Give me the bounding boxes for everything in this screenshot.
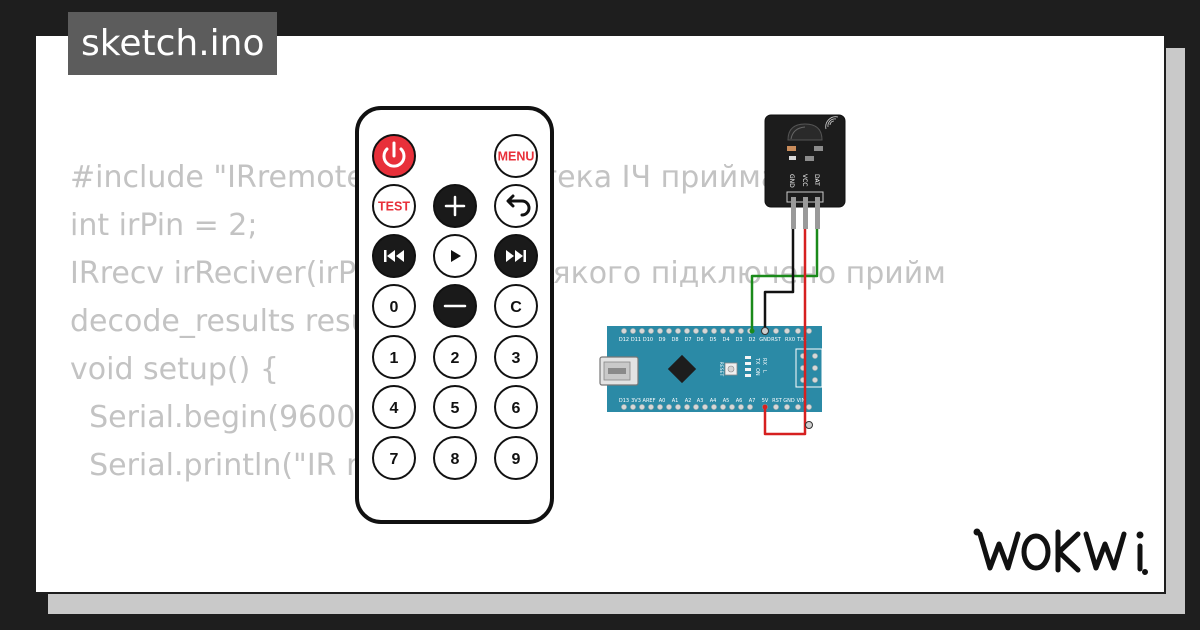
ir-remote[interactable]: MENU TEST bbox=[355, 106, 554, 524]
code-line: Serial.begin(9600); bbox=[70, 400, 378, 435]
remote-button-label: MENU bbox=[498, 150, 535, 164]
reset-button[interactable] bbox=[724, 362, 738, 376]
remote-button-minus[interactable] bbox=[433, 284, 477, 328]
remote-button-label: 9 bbox=[512, 451, 521, 468]
remote-button-label: 3 bbox=[512, 350, 521, 367]
remote-button-prev[interactable] bbox=[372, 234, 416, 278]
remote-button-4[interactable]: 4 bbox=[372, 385, 416, 429]
pin-label: D6 bbox=[696, 337, 703, 343]
remote-button-menu[interactable]: MENU bbox=[494, 134, 538, 178]
led-label: RX bbox=[761, 358, 767, 365]
filename-tab[interactable]: sketch.ino bbox=[68, 12, 278, 75]
remote-button-play[interactable] bbox=[433, 234, 477, 278]
pin-label: D4 bbox=[722, 337, 729, 343]
remote-button-7[interactable]: 7 bbox=[372, 436, 416, 480]
pin-label: D5 bbox=[709, 337, 716, 343]
pin-label: GND bbox=[783, 398, 795, 404]
remote-button-test[interactable]: TEST bbox=[372, 184, 416, 228]
microcontroller-chip bbox=[667, 354, 697, 384]
code-line: int irPin = 2; bbox=[70, 208, 258, 243]
pin-label: TX1 bbox=[796, 337, 807, 343]
pin-label: D12 bbox=[619, 337, 629, 343]
led-label: ON bbox=[754, 368, 760, 376]
code-line: void setup() { bbox=[70, 352, 279, 387]
ir-sensor-dome bbox=[787, 123, 823, 141]
remote-button-6[interactable]: 6 bbox=[494, 385, 538, 429]
pin-label: D11 bbox=[631, 337, 641, 343]
receiver-pins bbox=[791, 197, 820, 229]
remote-button-label: C bbox=[510, 299, 522, 316]
usb-connector bbox=[599, 356, 639, 386]
pin-label: 5V bbox=[762, 398, 769, 404]
pin-label: GND bbox=[759, 337, 771, 343]
led-label: L bbox=[761, 370, 767, 373]
next-track-icon bbox=[506, 250, 526, 262]
remote-button-5[interactable]: 5 bbox=[433, 385, 477, 429]
arduino-nano[interactable]: D12 D11 D10 D9 D8 D7 D6 D5 D4 D3 D2 GND … bbox=[599, 326, 823, 412]
pin-label: D9 bbox=[658, 337, 665, 343]
remote-button-label: 0 bbox=[390, 299, 399, 316]
status-leds bbox=[745, 356, 751, 377]
arduino-board bbox=[607, 326, 822, 412]
remote-button-label: 7 bbox=[390, 451, 399, 468]
pin-label: 3V3 bbox=[631, 398, 641, 404]
pin-label: D13 bbox=[619, 398, 629, 404]
remote-button-label: 6 bbox=[512, 400, 521, 417]
remote-button-2[interactable]: 2 bbox=[433, 335, 477, 379]
remote-button-1[interactable]: 1 bbox=[372, 335, 416, 379]
wire-vcc bbox=[763, 229, 807, 436]
power-icon bbox=[382, 141, 406, 168]
pin-label: A7 bbox=[749, 398, 756, 404]
pin-label: RST bbox=[772, 398, 783, 404]
pin-label: A6 bbox=[736, 398, 743, 404]
previous-track-icon bbox=[384, 250, 404, 262]
remote-button-label: TEST bbox=[378, 200, 410, 214]
wires bbox=[749, 229, 819, 436]
remote-button-c[interactable]: C bbox=[494, 284, 538, 328]
remote-button-next[interactable] bbox=[494, 234, 538, 278]
pin-label: D2 bbox=[748, 337, 755, 343]
pin-label: D10 bbox=[643, 337, 653, 343]
pin-label: DAT bbox=[813, 174, 820, 186]
pin-label: D8 bbox=[671, 337, 678, 343]
remote-button-label: 8 bbox=[451, 451, 460, 468]
wire-gnd bbox=[763, 229, 795, 331]
remote-button-label: 4 bbox=[390, 400, 399, 417]
remote-button-plus[interactable] bbox=[433, 184, 477, 228]
remote-button-8[interactable]: 8 bbox=[433, 436, 477, 480]
plus-icon bbox=[444, 195, 466, 217]
pin-label: GND bbox=[788, 174, 795, 188]
wokwi-logo[interactable] bbox=[970, 522, 1156, 584]
pin-label: A4 bbox=[710, 398, 717, 404]
remote-button-label: 5 bbox=[451, 400, 460, 417]
remote-button-label: 1 bbox=[390, 350, 399, 367]
wire-dat bbox=[750, 229, 819, 331]
back-arrow-icon bbox=[506, 194, 531, 217]
remote-button-power[interactable] bbox=[372, 134, 416, 178]
signal-icon bbox=[825, 116, 839, 130]
remote-button-3[interactable]: 3 bbox=[494, 335, 538, 379]
pin-label: D3 bbox=[735, 337, 742, 343]
remote-button-9[interactable]: 9 bbox=[494, 436, 538, 480]
led-label: TX bbox=[754, 357, 760, 365]
remote-button-0[interactable]: 0 bbox=[372, 284, 416, 328]
play-icon bbox=[451, 250, 461, 262]
remote-button-back[interactable] bbox=[494, 184, 538, 228]
pin-label: A1 bbox=[672, 398, 679, 404]
pin-label: RST bbox=[771, 337, 782, 343]
remote-button-label: 2 bbox=[451, 350, 460, 367]
reset-label: RESET bbox=[718, 362, 724, 377]
pin-label: VIN bbox=[797, 398, 806, 404]
pin-label: D7 bbox=[684, 337, 691, 343]
pin-label: VCC bbox=[801, 174, 808, 186]
pin-label: A5 bbox=[723, 398, 730, 404]
pin-label: A3 bbox=[697, 398, 704, 404]
ir-receiver[interactable]: GND VCC DAT bbox=[764, 114, 846, 229]
pin-label: RX0 bbox=[785, 337, 795, 343]
pin-label: A2 bbox=[685, 398, 692, 404]
pin-label: AREF bbox=[643, 398, 656, 404]
pin-label: A0 bbox=[659, 398, 666, 404]
